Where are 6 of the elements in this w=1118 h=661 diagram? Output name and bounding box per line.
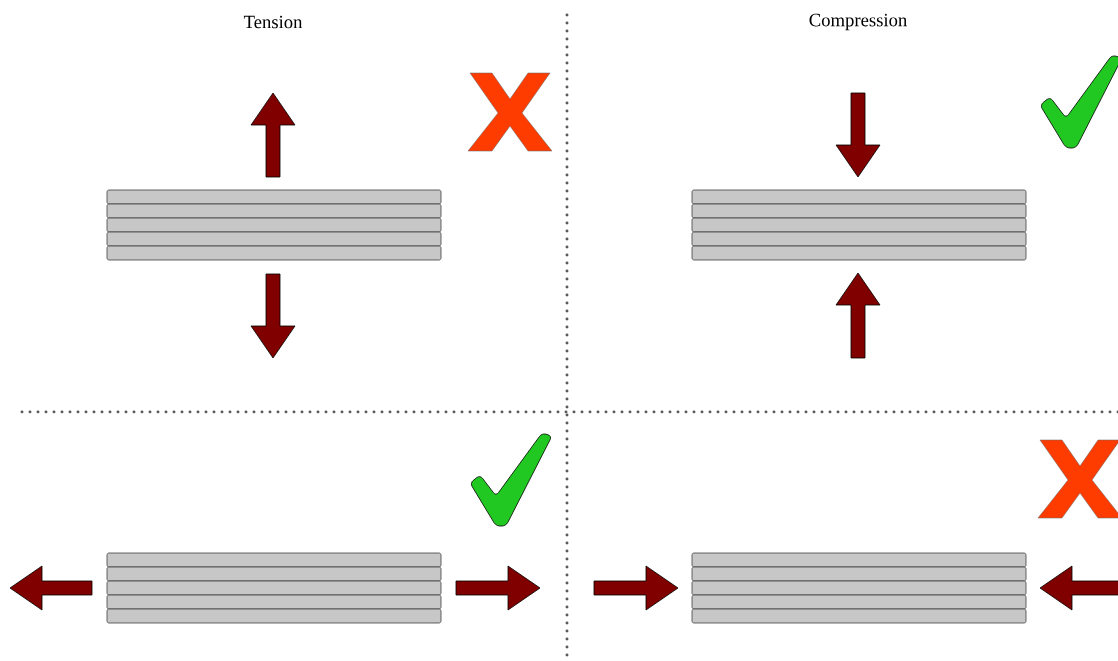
column-heading: Compression [809, 13, 907, 31]
column-heading: Tension [243, 15, 303, 29]
cross-mark [467, 72, 553, 152]
cross-mark [1037, 439, 1118, 519]
check-mark [1041, 55, 1118, 149]
check-mark [471, 433, 551, 527]
